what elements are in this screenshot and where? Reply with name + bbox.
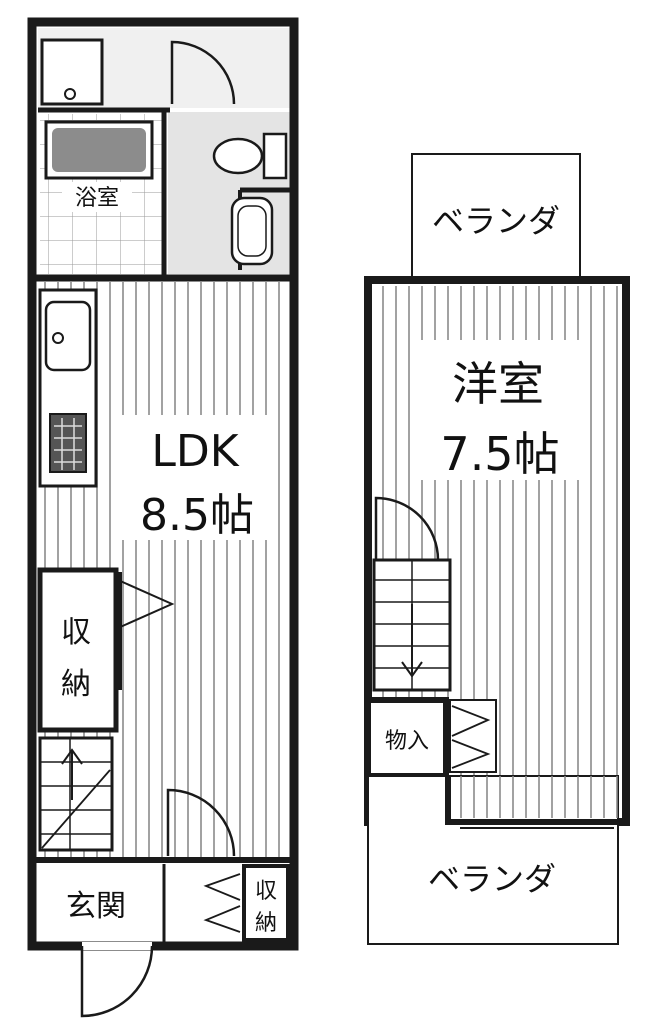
bathtub-basin-icon (52, 128, 146, 172)
veranda-bottom-label: ベランダ (428, 860, 556, 898)
storage-door-swing (117, 579, 175, 629)
storage-label-2: 納 (61, 667, 91, 702)
ldk-label: LDK (151, 426, 239, 477)
entrance-floor (40, 866, 164, 940)
room-size: 7.5帖 (440, 427, 559, 481)
closet-door-swing (451, 705, 491, 769)
laundry-door-swing (170, 40, 236, 105)
closet (365, 697, 449, 779)
shoe-storage-label-2: 納 (255, 911, 277, 936)
floor-2: ベランダ 洋室 7.5帖 物入 ベランダ (364, 153, 630, 945)
sink-icon (44, 300, 92, 372)
ldk-label-bg (122, 415, 272, 540)
storage-label-1: 収 (61, 615, 91, 650)
ldk-size: 8.5帖 (140, 490, 254, 541)
floor-1: 浴室 LDK 8.5帖 収 納 玄関 (27, 17, 299, 1018)
ldk-door-swing (166, 788, 236, 857)
shoe-storage-label-1: 収 (255, 879, 277, 904)
closet-door-area (449, 699, 497, 773)
toilet-bowl-icon (212, 137, 264, 175)
toilet-tank (262, 132, 288, 180)
stair-door-swing (374, 496, 440, 561)
bath-label-bg (62, 182, 132, 212)
bath-label: 浴室 (75, 186, 119, 211)
stair-diagonal (41, 769, 111, 849)
room-label: 洋室 (452, 357, 544, 411)
veranda-top (411, 153, 581, 279)
shoe-storage-door-swing (203, 873, 241, 933)
floor-1-outer-wall (27, 17, 299, 951)
stove-burners (54, 418, 82, 470)
faucet-icon (52, 332, 64, 344)
closet-label: 物入 (385, 729, 429, 754)
room-notch (448, 776, 618, 818)
drain-icon (64, 88, 76, 100)
veranda-top-label: ベランダ (432, 202, 560, 240)
stair-down-arrow-icon (401, 604, 423, 678)
storage-closet (37, 567, 119, 733)
stove-icon (49, 413, 87, 473)
shoe-storage (242, 864, 290, 942)
stair-up-arrow-icon (61, 748, 83, 800)
front-door-swing (80, 945, 154, 1018)
room-notch-wall (445, 776, 626, 825)
wash-basin-inner (237, 205, 267, 257)
entrance-label: 玄関 (66, 889, 126, 924)
room-label-bg (420, 340, 580, 480)
washer-space (40, 38, 104, 106)
